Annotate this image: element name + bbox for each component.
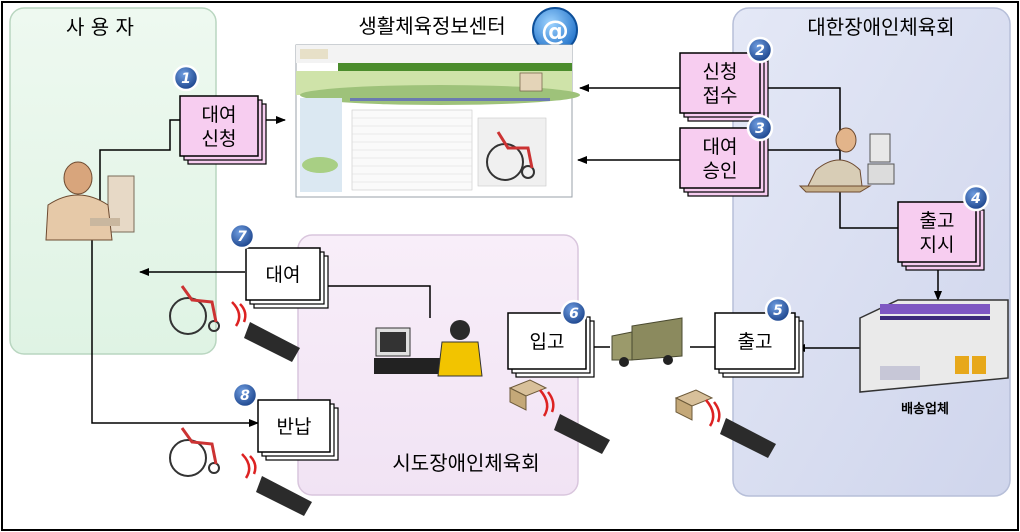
note-page xyxy=(257,399,331,453)
step-badge-number: 6 xyxy=(569,306,579,322)
at-symbol: @ xyxy=(541,14,569,47)
step-note-text: 반납 xyxy=(277,416,312,438)
step-badge-number: 3 xyxy=(755,121,765,137)
website-screenshot xyxy=(295,44,580,198)
center-title: 생활체육정보센터 xyxy=(358,14,505,38)
step-note-5: 출고5 xyxy=(714,296,804,378)
step-badge xyxy=(560,299,588,327)
step-badge xyxy=(231,381,259,409)
wheelchair-icon xyxy=(169,427,220,477)
step-badge-number: 1 xyxy=(181,71,191,87)
step-note-text: 대여 xyxy=(266,264,301,286)
city-region-title: 시도장애인체육회 xyxy=(392,451,539,475)
step-badge-number: 8 xyxy=(240,388,250,404)
wheelchair-icon xyxy=(169,285,220,335)
step-badge xyxy=(172,64,200,92)
note-page xyxy=(179,95,259,157)
step-note-text: 접수 xyxy=(703,85,738,107)
step-note-6: 입고6 xyxy=(507,299,595,378)
officer-person-icon xyxy=(798,127,895,193)
box-icon xyxy=(508,379,548,411)
step-badge xyxy=(746,114,774,142)
operator-person-icon xyxy=(374,320,483,377)
step-badge xyxy=(746,36,774,64)
step-badge xyxy=(764,296,792,324)
scanner-icon xyxy=(241,453,312,516)
user-person-icon xyxy=(45,161,135,241)
step-note-text: 대여 xyxy=(202,104,237,126)
note-page xyxy=(245,247,321,301)
step-note-7: 대여 7 xyxy=(228,222,329,309)
wheelchair-icon xyxy=(486,131,535,181)
flow-lines xyxy=(91,84,942,427)
delivery-label: 배송업체 xyxy=(901,401,949,417)
step-badge-number: 7 xyxy=(237,229,247,245)
step-note-text: 대여 xyxy=(703,136,738,158)
note-page xyxy=(897,201,977,263)
association-region-title: 대한장애인체육회 xyxy=(807,15,954,39)
step-note-text: 승인 xyxy=(703,160,738,182)
at-icon: @ xyxy=(532,7,578,53)
truck-icon xyxy=(611,317,683,367)
step-note-text: 출고 xyxy=(920,210,955,232)
step-badge-number: 5 xyxy=(773,303,783,319)
user-region-title: 사 용 자 xyxy=(66,15,134,39)
step-badge-number: 2 xyxy=(755,43,765,59)
step-note-text: 신청 xyxy=(703,61,738,83)
note-page xyxy=(679,127,761,189)
step-note-8: 반납 8 xyxy=(231,381,339,461)
step-badge-number: 4 xyxy=(970,191,981,207)
step-note-text: 지시 xyxy=(920,234,955,256)
scanner-icon xyxy=(539,389,610,454)
step-badge xyxy=(228,222,256,250)
box-icon xyxy=(674,389,714,421)
step-note-text: 입고 xyxy=(530,331,565,353)
step-note-text: 신청 xyxy=(202,128,237,150)
step-note-text: 출고 xyxy=(738,331,773,353)
note-page xyxy=(679,52,761,114)
step-badge xyxy=(962,184,990,212)
scanner-icon xyxy=(231,301,300,362)
delivery-machine-icon xyxy=(859,299,1009,393)
scanner-icon xyxy=(705,399,776,458)
